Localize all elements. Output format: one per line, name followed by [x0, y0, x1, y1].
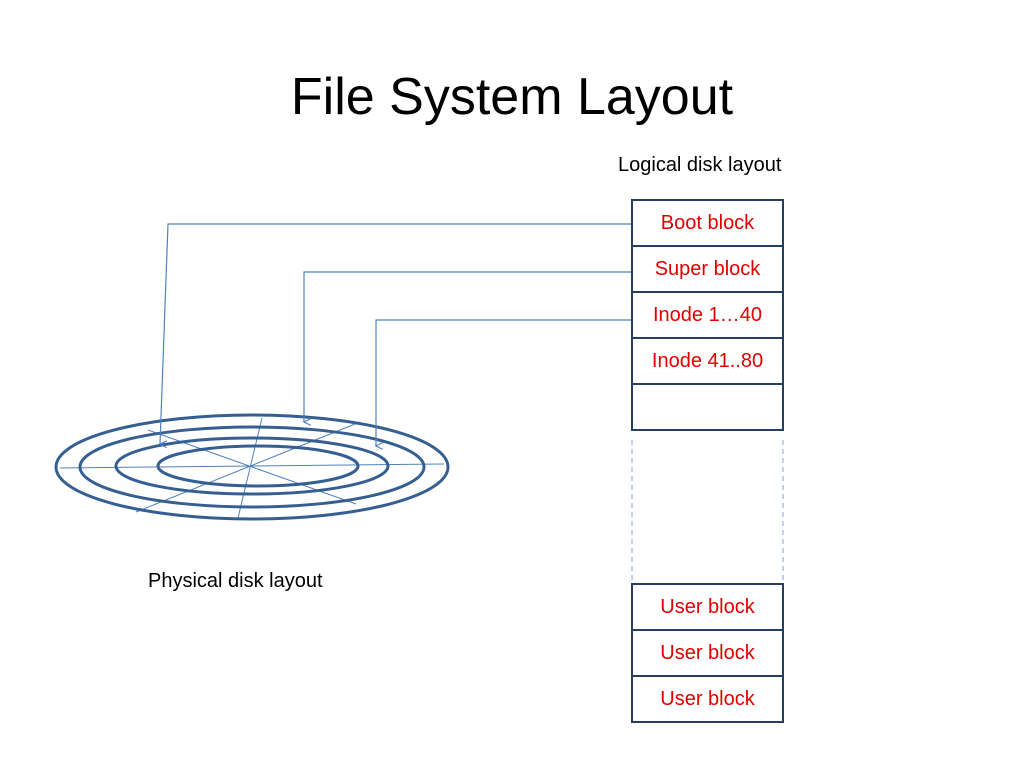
disk-track-inner [156, 444, 360, 488]
physical-layout-caption: Physical disk layout [148, 570, 323, 592]
slide-title: File System Layout [290, 68, 734, 126]
disk-track-2 [78, 425, 426, 509]
disk-track-3 [114, 436, 390, 496]
logical-blocks-bottom: User block User block User block [631, 583, 784, 723]
inode-block-arrow [374, 319, 631, 450]
super-block: Super block [631, 245, 784, 293]
inode-block-1-40: Inode 1…40 [631, 291, 784, 339]
inode-block-41-80: Inode 41..80 [631, 337, 784, 385]
empty-block [631, 383, 784, 431]
stack-gap-dashes [631, 440, 784, 583]
disk-track-outer [54, 413, 450, 521]
boot-block-arrow [158, 223, 631, 449]
boot-block: Boot block [631, 199, 784, 247]
super-block-arrow [302, 271, 631, 426]
disk-tracks [54, 413, 450, 521]
user-block-2: User block [631, 629, 784, 677]
logical-layout-caption: Logical disk layout [618, 154, 782, 176]
connector-arrows [158, 223, 631, 450]
logical-blocks-top: Boot block Super block Inode 1…40 Inode … [631, 199, 784, 431]
user-block-1: User block [631, 583, 784, 631]
user-block-3: User block [631, 675, 784, 723]
